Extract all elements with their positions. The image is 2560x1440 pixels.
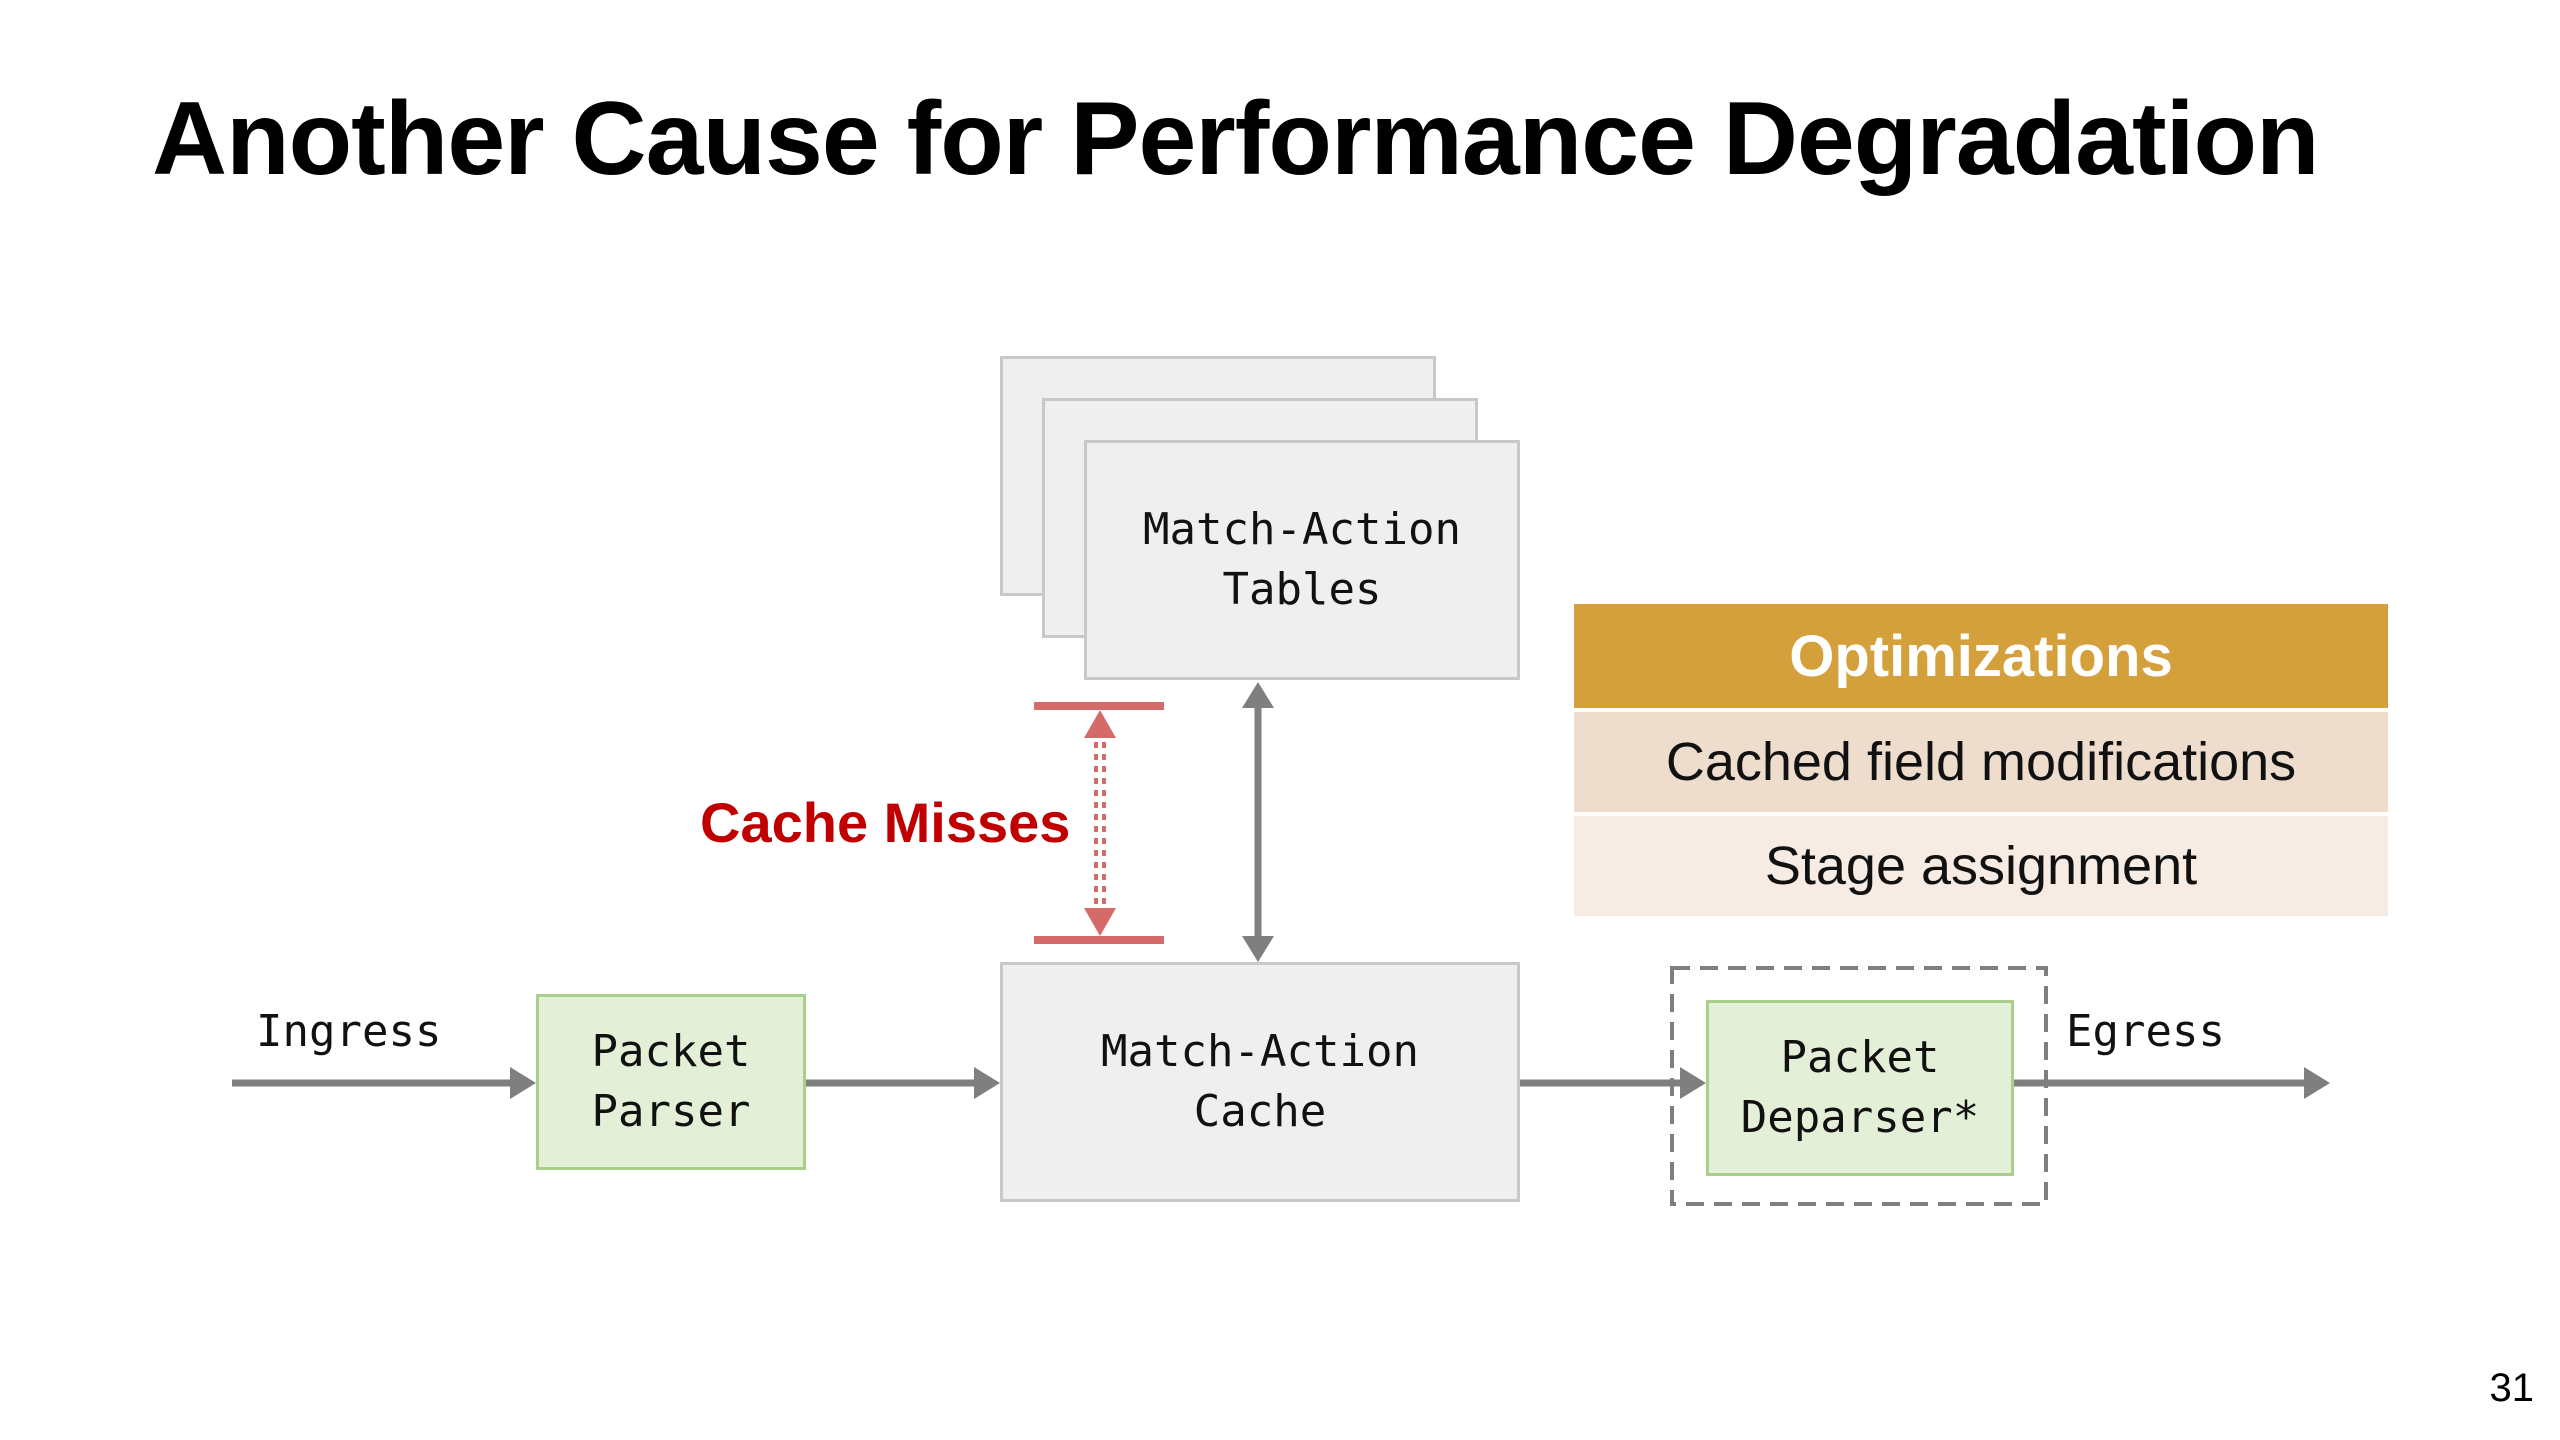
match-action-cache-box: Match-Action Cache bbox=[1000, 962, 1520, 1202]
cache-to-deparser-arrowhead bbox=[1680, 1067, 1706, 1099]
miss-arrowhead-up bbox=[1084, 710, 1116, 738]
ingress-label: Ingress bbox=[256, 1006, 442, 1057]
optimizations-header: Optimizations bbox=[1574, 604, 2388, 712]
egress-arrowhead bbox=[2304, 1067, 2330, 1099]
match-action-tables-label: Match-Action Tables bbox=[1143, 504, 1461, 615]
miss-arrowhead-down bbox=[1084, 908, 1116, 936]
cache-tables-arrowhead-down bbox=[1242, 936, 1274, 962]
slide-title: Another Cause for Performance Degradatio… bbox=[152, 81, 2320, 197]
packet-deparser-label: Packet Deparser* bbox=[1740, 1032, 1980, 1143]
egress-label: Egress bbox=[2066, 1006, 2225, 1057]
cache-tables-arrowhead-up bbox=[1242, 682, 1274, 708]
optimization-item: Stage assignment bbox=[1574, 816, 2388, 920]
packet-deparser-box: Packet Deparser* bbox=[1706, 1000, 2014, 1176]
packet-parser-label: Packet Parser bbox=[591, 1026, 751, 1137]
ingress-arrowhead bbox=[510, 1067, 536, 1099]
optimization-item: Cached field modifications bbox=[1574, 712, 2388, 816]
match-action-tables-box: Match-Action Tables bbox=[1084, 440, 1520, 680]
packet-parser-box: Packet Parser bbox=[536, 994, 806, 1170]
match-action-cache-label: Match-Action Cache bbox=[1101, 1026, 1419, 1137]
page-number: 31 bbox=[2489, 1366, 2535, 1410]
parser-to-cache-arrowhead bbox=[974, 1067, 1000, 1099]
deparser-dashed-frame bbox=[1670, 966, 2048, 1206]
cache-misses-label: Cache Misses bbox=[700, 791, 1071, 854]
optimizations-table: Optimizations Cached field modifications… bbox=[1574, 604, 2388, 920]
